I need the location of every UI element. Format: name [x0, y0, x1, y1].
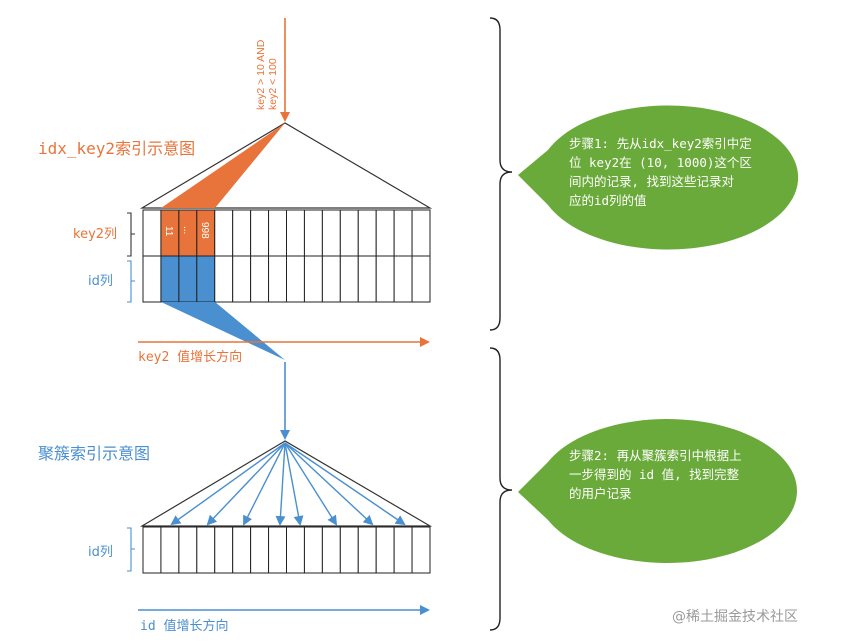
id-row [142, 255, 431, 303]
clustered-id-cell [232, 526, 252, 574]
key2-row-bracket [127, 212, 135, 257]
key2-cell [303, 209, 323, 257]
id-cell [178, 255, 198, 303]
id-cell [375, 255, 395, 303]
step1-line-1: 步骤1: 先从idx_key2索引中定 [569, 136, 752, 151]
id-cell [411, 255, 431, 303]
clustered-id-cell [393, 526, 413, 574]
id-cell [214, 255, 234, 303]
id-cell [160, 255, 180, 303]
clustered-id-row-bracket [127, 527, 135, 572]
key2-cell [375, 209, 395, 257]
clustered-id-cell [375, 526, 395, 574]
key2-value-11: 11 [163, 226, 174, 237]
key2-value-ellipsis: ... [181, 226, 192, 234]
fan-arrow [284, 442, 304, 526]
step2-line-2: 一步得到的 id 值, 找到完整 [569, 467, 740, 482]
clustered-id-cell [250, 526, 270, 574]
key2-row-label: key2列 [73, 227, 117, 242]
fan-arrow [284, 442, 374, 526]
key2-cell [411, 209, 431, 257]
key2-cell [214, 209, 234, 257]
clustered-id-cell [142, 526, 162, 574]
clustered-id-cell [357, 526, 377, 574]
step1-text: 步骤1: 先从idx_key2索引中定 位 key2在 (10, 1000)这个… [569, 136, 752, 208]
step2-brace [489, 347, 513, 631]
key2-cell [142, 209, 162, 257]
key2-cell [268, 209, 287, 257]
clustered-id-cell [178, 526, 198, 574]
step2-text: 步骤2: 再从聚簇索引中根据上 一步得到的 id 值, 找到完整 的用户记录 [569, 448, 742, 501]
step1-line-2: 位 key2在 (10, 1000)这个区 [569, 155, 752, 170]
watermark: @稀土掘金技术社区 [672, 609, 798, 625]
clustered-id-cell [411, 526, 431, 574]
clustered-id-cell [268, 526, 287, 574]
key2-axis-label: key2 值增长方向 [138, 349, 242, 365]
key2-cell [357, 209, 377, 257]
id-cell [393, 255, 413, 303]
secondary-index-title: idx_key2索引示意图 [38, 139, 195, 158]
id-row-bracket [127, 260, 135, 303]
fan-arrow [170, 442, 286, 526]
clustered-id-cell [196, 526, 216, 574]
step2-line-1: 步骤2: 再从聚簇索引中根据上 [569, 448, 742, 463]
id-cell [142, 255, 162, 303]
clustered-id-cell [214, 526, 234, 574]
condition-line2: key2 < 100 [267, 58, 279, 110]
id-cell [357, 255, 377, 303]
clustered-index-tree [139, 440, 433, 527]
clustered-id-cell [321, 526, 341, 574]
id-cell [321, 255, 341, 303]
step2-line-3: 的用户记录 [569, 486, 632, 501]
step1-line-4: 应的id列的值 [569, 193, 647, 208]
key2-cell [339, 209, 359, 257]
id-row-label: id列 [88, 274, 113, 289]
clustered-index-title: 聚簇索引示意图 [38, 444, 150, 463]
clustered-id-cell [339, 526, 359, 574]
clustered-id-cell [286, 526, 305, 574]
id-cell [268, 255, 287, 303]
fan-arrow [206, 442, 286, 526]
condition-line1: key2 > 10 AND [255, 39, 267, 110]
fan-arrow [284, 442, 338, 526]
step1-line-3: 间内的记录, 找到这些记录对 [569, 174, 734, 189]
key2-cell [250, 209, 270, 257]
fan-arrow [284, 442, 406, 526]
key2-cell [321, 209, 341, 257]
key2-cell [286, 209, 305, 257]
clustered-id-cell [160, 526, 180, 574]
step1-brace [489, 17, 513, 331]
step2-bubble [518, 419, 797, 563]
key2-cell [393, 209, 413, 257]
key2-value-998: 998 [199, 222, 210, 239]
clustered-id-cell [303, 526, 323, 574]
id-cell [232, 255, 252, 303]
id-cell [339, 255, 359, 303]
id-cell [303, 255, 323, 303]
secondary-index-search-wedge [161, 123, 285, 208]
id-cell [196, 255, 216, 303]
id-axis-label: id 值增长方向 [140, 618, 228, 634]
fan-arrow [275, 442, 286, 526]
secondary-index-tree [139, 122, 433, 209]
key2-cell [232, 209, 252, 257]
clustered-id-row [142, 526, 431, 574]
id-values-wedge [161, 302, 285, 360]
clustered-id-row-label: id列 [88, 545, 113, 560]
id-cell [286, 255, 305, 303]
step1-bubble [518, 105, 799, 250]
id-cell [250, 255, 270, 303]
clustered-index-arrows [170, 442, 406, 526]
fan-arrow [243, 442, 286, 526]
